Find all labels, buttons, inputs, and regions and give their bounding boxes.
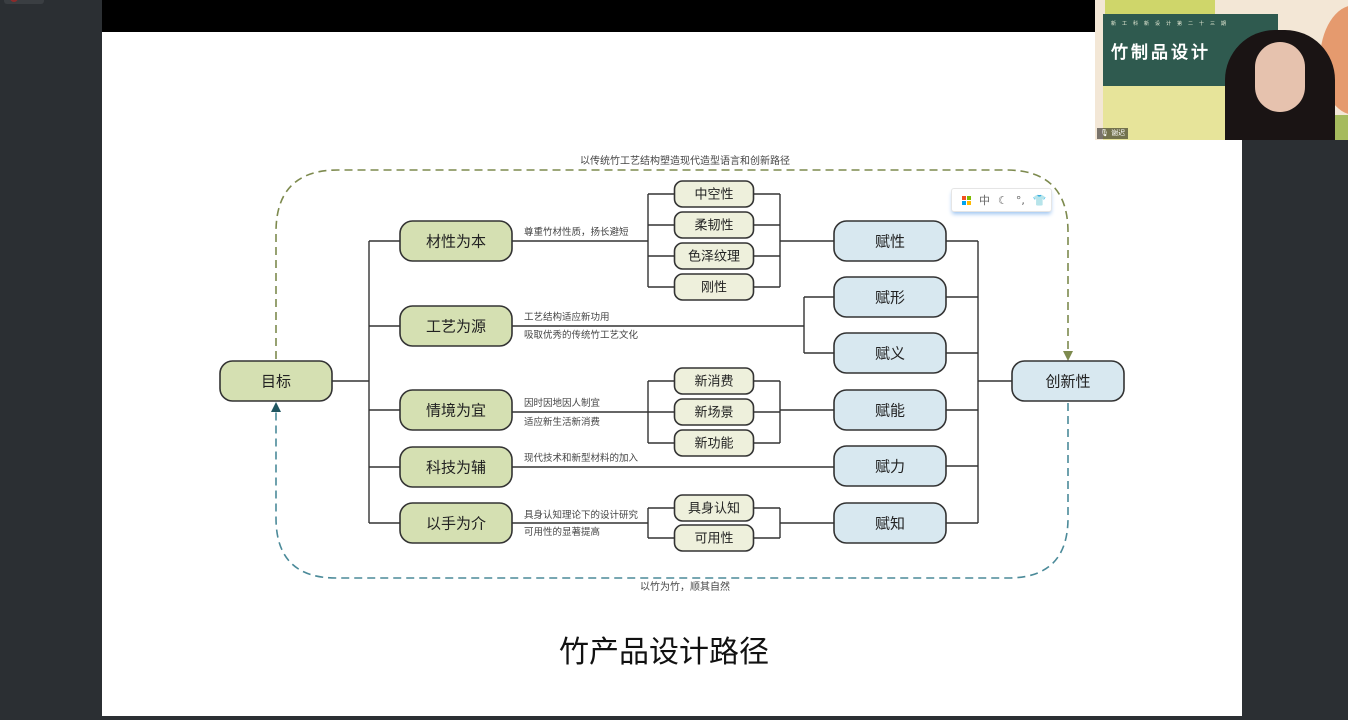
path-note: 具身认知理论下的设计研究 <box>524 509 639 521</box>
endowment-box <box>833 389 947 431</box>
outcome-box-label: 创新性 <box>1045 372 1090 390</box>
principle-box <box>399 305 513 347</box>
video-series-text: 新工科新设计第二十三期 <box>1111 21 1233 27</box>
endowment-box <box>833 220 947 262</box>
endowment-box <box>833 502 947 544</box>
principle-box <box>399 389 513 431</box>
arrow-down-icon <box>1063 351 1073 361</box>
attribute-box <box>673 367 755 395</box>
attribute-box <box>673 494 755 522</box>
attribute-box-label: 色泽纹理 <box>688 249 740 265</box>
principle-box-label: 科技为辅 <box>426 458 486 476</box>
principle-box-label: 工艺为源 <box>426 317 486 335</box>
path-note: 尊重竹材性质，扬长避短 <box>524 226 629 238</box>
attribute-box-label: 新场景 <box>694 405 733 421</box>
path-note: 适应新生活新消费 <box>524 416 600 428</box>
participant-chip[interactable] <box>4 0 44 4</box>
attribute-box-label: 柔韧性 <box>694 219 733 234</box>
top-dashed-path <box>275 169 1069 359</box>
speaker-name: 谢迟 <box>1111 129 1126 137</box>
attribute-box <box>673 242 755 270</box>
attribute-box-label: 可用性 <box>694 532 733 547</box>
mic-icon: 🎙 <box>1100 129 1109 137</box>
endowment-box <box>833 276 947 318</box>
punctuation-icon[interactable]: °, <box>1015 193 1025 207</box>
goal-box <box>219 360 333 402</box>
shared-slide: 以传统竹工艺结构塑造现代造型语言和创新路径以竹为竹，顺其自然 目标 材性为本工艺为源… <box>102 32 1242 716</box>
top-path-label: 以传统竹工艺结构塑造现代造型语言和创新路径 <box>580 154 790 167</box>
record-indicator-icon <box>10 0 18 2</box>
slide-caption: 竹产品设计路径 <box>559 635 769 670</box>
endowment-box-label: 赋能 <box>875 401 905 419</box>
principle-box <box>399 502 513 544</box>
endowment-box-label: 赋义 <box>875 344 905 362</box>
attribute-box-label: 具身认知 <box>688 501 740 517</box>
attribute-box <box>673 398 755 426</box>
attribute-box-label: 中空性 <box>694 188 733 203</box>
speaker-video[interactable]: 新工科新设计第二十三期 竹制品设计 🎙 谢迟 <box>1095 0 1348 140</box>
attribute-box <box>673 180 755 208</box>
path-note: 因时因地因人制宜 <box>524 397 600 409</box>
ime-mode[interactable]: 中 <box>979 194 990 207</box>
ime-toolbar[interactable]: 中 ☾ °, 👕 <box>951 188 1052 212</box>
endowment-box-label: 赋知 <box>875 514 905 532</box>
principle-box-label: 以手为介 <box>426 514 486 532</box>
moon-icon[interactable]: ☾ <box>998 193 1008 207</box>
principle-box <box>399 446 513 488</box>
microsoft-logo-icon <box>962 195 971 205</box>
speaker-face <box>1255 42 1305 112</box>
attribute-box-label: 新功能 <box>694 436 733 452</box>
attribute-box <box>673 429 755 457</box>
endowment-box-label: 赋形 <box>875 288 905 306</box>
attribute-box-label: 刚性 <box>701 281 727 296</box>
path-note: 现代技术和新型材料的加入 <box>524 452 639 464</box>
bottom-path-label: 以竹为竹，顺其自然 <box>640 580 730 593</box>
attribute-box <box>673 211 755 239</box>
video-slide-title: 竹制品设计 <box>1111 43 1211 63</box>
speaker-name-tag: 🎙 谢迟 <box>1097 128 1129 139</box>
principle-box-label: 情境为宜 <box>426 401 486 419</box>
endowment-box-label: 赋力 <box>875 457 905 475</box>
principle-box-label: 材性为本 <box>426 232 486 250</box>
goal-box-label: 目标 <box>261 372 291 390</box>
endowment-box <box>833 332 947 374</box>
attribute-box <box>673 524 755 552</box>
attribute-box <box>673 273 755 301</box>
skin-icon[interactable]: 👕 <box>1032 193 1047 207</box>
endowment-box-label: 赋性 <box>875 232 905 250</box>
endowment-box <box>833 445 947 487</box>
outcome-box <box>1011 360 1125 402</box>
video-top-bar <box>102 0 1095 32</box>
bottom-dashed-path <box>275 403 1069 579</box>
principle-box <box>399 220 513 262</box>
attribute-box-label: 新消费 <box>694 374 733 390</box>
path-note: 工艺结构适应新功用 <box>524 311 610 323</box>
arrow-up-icon <box>271 402 281 412</box>
path-note: 可用性的显著提高 <box>524 526 600 538</box>
path-note: 吸取优秀的传统竹工艺文化 <box>524 329 639 341</box>
